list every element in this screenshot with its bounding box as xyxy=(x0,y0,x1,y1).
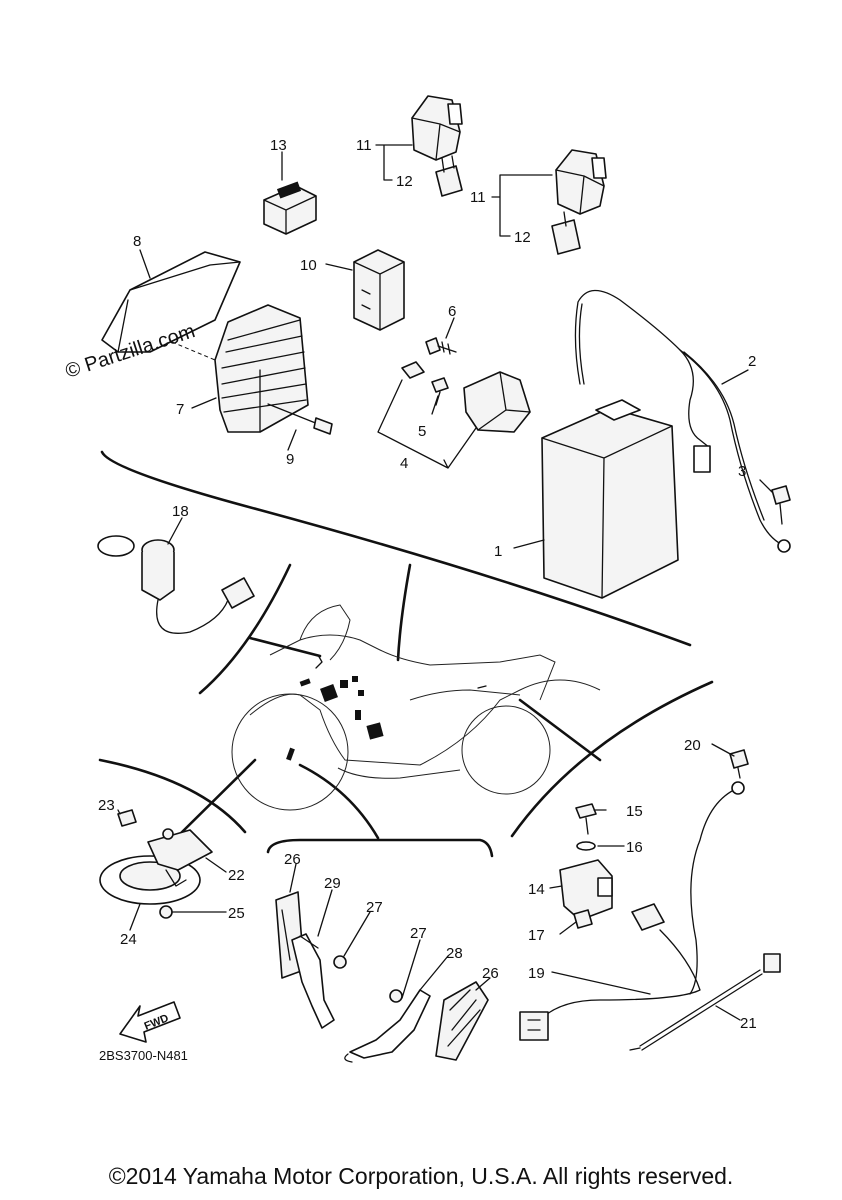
horn-section-divider xyxy=(98,758,247,834)
callout-22: 22 xyxy=(228,867,245,884)
callout-14: 14 xyxy=(528,881,545,898)
callout-7: 7 xyxy=(176,401,184,418)
callout-9: 9 xyxy=(286,451,294,468)
callout-23: 23 xyxy=(98,797,115,814)
bracket-connector-line xyxy=(298,763,380,840)
diagram-code: 2BS3700-N481 xyxy=(99,1048,188,1063)
callout-20: 20 xyxy=(684,737,701,754)
part-26-pad-right xyxy=(435,981,489,1061)
part-4-starter-relay xyxy=(401,361,531,433)
callout-4: 4 xyxy=(400,455,408,472)
part-12-coupler-upper xyxy=(435,155,463,197)
callout-leaders xyxy=(117,151,773,1021)
callout-12-upper: 12 xyxy=(396,173,413,190)
horn-connector-line xyxy=(174,758,257,840)
callout-19: 19 xyxy=(528,965,545,982)
callout-29: 29 xyxy=(324,875,341,892)
part-25-nut xyxy=(159,905,173,919)
right-section-divider xyxy=(510,680,714,838)
callout-27-left: 27 xyxy=(366,899,383,916)
callout-11-lower: 11 xyxy=(470,189,486,206)
callout-15: 15 xyxy=(626,803,643,820)
part-18-dc-socket xyxy=(97,535,255,634)
left-section-divider xyxy=(198,563,292,695)
callout-28: 28 xyxy=(446,945,463,962)
callout-8: 8 xyxy=(133,233,141,250)
top-section-divider xyxy=(100,450,692,647)
callout-24: 24 xyxy=(120,931,137,948)
part-23-bolt xyxy=(117,809,137,827)
bracket-section-divider xyxy=(266,838,494,858)
callout-18: 18 xyxy=(172,503,189,520)
part-28-bracket xyxy=(344,989,431,1063)
callout-16: 16 xyxy=(626,839,643,856)
part-12-coupler-lower xyxy=(551,211,581,255)
right-connector-line xyxy=(518,698,602,762)
part-24-horn xyxy=(99,828,213,905)
callout-6: 6 xyxy=(448,303,456,320)
part-1-battery xyxy=(541,399,679,599)
part-14-sensor xyxy=(559,859,665,931)
callout-12-lower: 12 xyxy=(514,229,531,246)
part-20-bolt xyxy=(729,749,749,779)
part-21-wire-lead xyxy=(629,953,781,1051)
part-6-screw xyxy=(425,337,457,355)
callout-3: 3 xyxy=(738,463,746,480)
callout-1: 1 xyxy=(494,543,502,560)
part-19-wire-harness xyxy=(519,781,745,1041)
part-4-bracket xyxy=(377,379,477,469)
callout-26-left: 26 xyxy=(284,851,301,868)
fwd-arrow-icon: FWD xyxy=(119,1001,181,1043)
motorcycle-silhouette xyxy=(231,604,601,811)
callout-11-upper: 11 xyxy=(356,137,372,154)
callout-25: 25 xyxy=(228,905,245,922)
copyright-notice: ©2014 Yamaha Motor Corporation, U.S.A. A… xyxy=(108,1163,734,1189)
callout-13: 13 xyxy=(270,137,287,154)
part-5-fuse xyxy=(431,377,449,406)
part-11-relay-upper xyxy=(411,95,463,161)
callout-17: 17 xyxy=(528,927,545,944)
part-11-relay-lower xyxy=(555,149,607,215)
callout-2: 2 xyxy=(748,353,756,370)
center-divider xyxy=(396,563,412,662)
part-29-bracket xyxy=(291,933,347,1029)
part-11-bracket-upper xyxy=(375,144,413,181)
part-16-washer xyxy=(576,841,596,851)
callout-26-right: 26 xyxy=(482,965,499,982)
part-9-bolt xyxy=(267,403,333,435)
part-11-bracket-lower xyxy=(491,174,553,237)
callout-10: 10 xyxy=(300,257,317,274)
callout-27-right: 27 xyxy=(410,925,427,942)
part-7-8-leader xyxy=(171,341,216,361)
callout-5: 5 xyxy=(418,423,426,440)
part-15-screw xyxy=(575,803,597,835)
callout-21: 21 xyxy=(740,1015,757,1032)
part-2-wire-lead xyxy=(574,289,791,553)
part-3-bolt xyxy=(771,485,791,525)
part-13-relay xyxy=(263,181,317,235)
part-10-relay xyxy=(353,249,405,331)
part-7-rectifier xyxy=(214,304,309,433)
part-17-nut xyxy=(573,909,593,929)
part-8-cover xyxy=(101,251,241,353)
